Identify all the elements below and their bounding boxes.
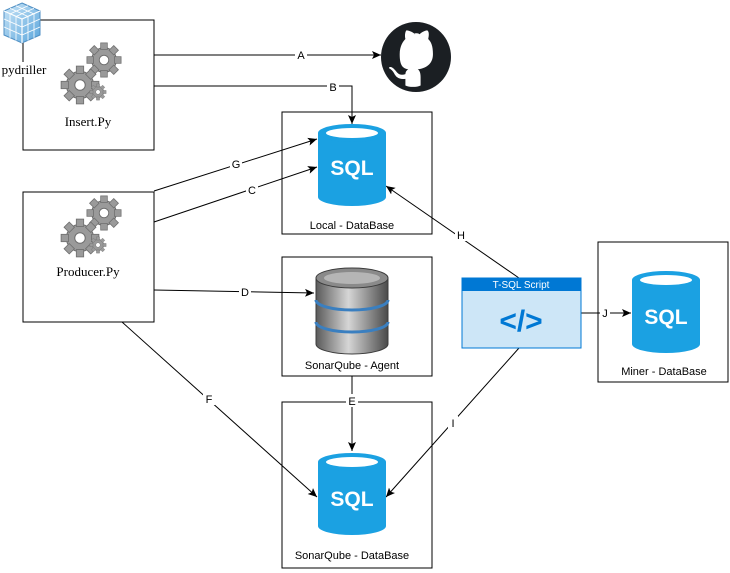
database-cylinder-icon — [314, 267, 390, 355]
edge-f — [121, 321, 318, 498]
svg-text:SQL: SQL — [330, 157, 373, 180]
insert-label: Insert.Py — [65, 114, 112, 129]
github-icon[interactable] — [381, 22, 451, 92]
svg-text:</>: </> — [499, 305, 542, 338]
tsql-label: T-SQL Script — [493, 280, 550, 291]
producer-label: Producer.Py — [56, 264, 120, 279]
edge-label-j: J — [602, 308, 608, 320]
svg-text:SQL: SQL — [330, 488, 373, 511]
tsql-script-node[interactable]: T-SQL Script </> — [461, 277, 582, 349]
sonar-agent-label: SonarQube - Agent — [305, 360, 399, 372]
miner-db-label: Miner - DataBase — [621, 366, 707, 378]
code-brackets-icon: </> — [499, 305, 542, 338]
pydriller-label: pydriller — [2, 62, 47, 77]
svg-text:SQL: SQL — [644, 306, 687, 329]
edge-label-h: H — [457, 230, 465, 242]
edge-label-f: F — [206, 394, 213, 406]
pydriller-cube-icon — [3, 2, 41, 44]
edge-label-c: C — [248, 185, 256, 197]
edge-label-g: G — [232, 159, 241, 171]
sql-database-icon: SQL — [318, 124, 386, 206]
edge-label-e: E — [348, 396, 355, 408]
local-db-label: Local - DataBase — [310, 220, 394, 232]
edge-b — [154, 85, 356, 124]
edge-label-b: B — [329, 82, 336, 94]
sql-database-icon: SQL — [318, 453, 386, 535]
edge-label-i: I — [451, 418, 454, 430]
edge-h — [385, 185, 520, 279]
edge-d — [153, 288, 315, 297]
edge-label-d: D — [241, 287, 249, 299]
edge-c — [153, 166, 318, 223]
sql-database-icon: SQL — [632, 271, 700, 353]
sonar-db-label: SonarQube - DataBase — [295, 550, 409, 562]
edge-label-a: A — [297, 50, 305, 62]
